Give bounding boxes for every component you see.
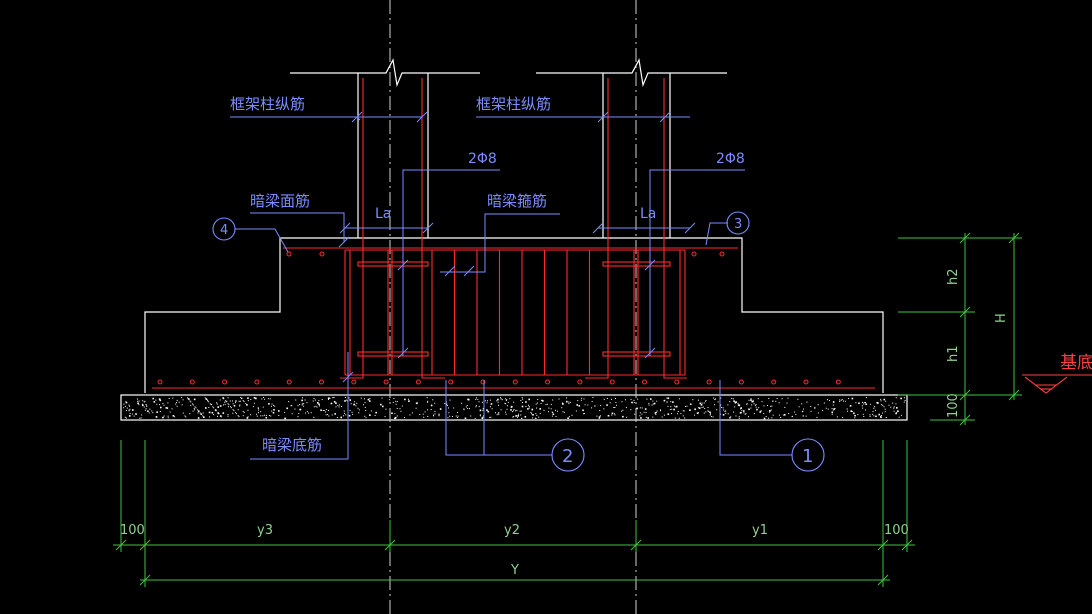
dim-h2: h2 xyxy=(946,268,961,285)
bottom-bar-dot xyxy=(222,379,228,385)
hidden-beam-stirrups-lines xyxy=(431,250,591,375)
dimension-lines xyxy=(113,232,1022,587)
dim-H: H xyxy=(994,313,1009,323)
bottom-bar-dot xyxy=(319,379,324,385)
bottom-bar-dot xyxy=(803,379,809,385)
dim-Y: Y xyxy=(510,563,519,578)
bottom-bar-dot xyxy=(835,379,841,385)
bottom-bar-dot xyxy=(351,379,357,385)
bottom-bar-dot xyxy=(189,379,195,385)
bottom-bar-dot xyxy=(771,379,777,385)
hidden-beam-bottom-bars-label: 暗梁底筋 xyxy=(262,436,322,454)
bottom-bar-dot xyxy=(286,379,292,385)
bottom-bar-dot xyxy=(706,379,712,385)
top-bar-dots xyxy=(286,251,725,257)
bottom-bar-dot xyxy=(577,379,583,385)
cushion-layer xyxy=(120,394,908,421)
stirrup-label-right: 2Φ8 xyxy=(716,151,745,167)
dim-y3: y3 xyxy=(257,523,273,538)
dim-edge-right: 100 xyxy=(884,523,909,538)
bubble-1-circle xyxy=(791,438,825,472)
axis-centerlines xyxy=(389,0,637,614)
bubble-4-circle xyxy=(212,217,236,241)
bottom-bar-dot xyxy=(674,379,680,385)
column-left xyxy=(290,58,480,238)
bottom-bar-dot xyxy=(512,379,518,385)
foundation-outline xyxy=(144,237,884,393)
callout-bubbles xyxy=(212,211,825,472)
dim-edge-left: 100 xyxy=(120,523,145,538)
base-elevation-mark xyxy=(1022,374,1092,394)
bottom-bar-dot xyxy=(738,379,744,385)
anchor-label-left: La xyxy=(375,206,391,222)
bottom-bar-dot xyxy=(383,379,389,385)
top-bar-dot xyxy=(691,251,697,257)
bottom-bar-dot xyxy=(254,379,260,385)
bubble-2-circle xyxy=(551,438,585,472)
bottom-bar-dot xyxy=(642,379,647,385)
rebar-group xyxy=(152,78,875,389)
hidden-beam-stirrups-label: 暗梁箍筋 xyxy=(487,192,547,210)
dim-y2: y2 xyxy=(504,523,520,538)
hidden-beam-top-bars-label: 暗梁面筋 xyxy=(250,192,310,210)
column-right xyxy=(536,58,727,238)
dim-pad: 100 xyxy=(946,393,961,418)
bottom-bar-dots xyxy=(157,379,841,385)
bubble-4-text: 4 xyxy=(220,223,228,238)
top-bar-dot xyxy=(719,251,725,257)
bubble-2-text: 2 xyxy=(562,446,573,467)
bubble-3-text: 3 xyxy=(734,217,742,232)
bottom-bar-dot xyxy=(480,379,486,385)
bottom-bar-dot xyxy=(448,379,454,385)
leader-lines xyxy=(230,111,792,460)
bottom-bar-dot xyxy=(157,379,163,385)
dim-y1: y1 xyxy=(752,523,768,538)
dim-h1: h1 xyxy=(946,345,961,362)
bottom-bar-dot xyxy=(415,379,421,385)
column-bars-label-left: 框架柱纵筋 xyxy=(230,95,305,113)
bubble-3-circle xyxy=(726,211,750,235)
stirrup-label-left: 2Φ8 xyxy=(468,151,497,167)
base-bottom-label: 基底 xyxy=(1060,353,1092,373)
bottom-bar-dot xyxy=(545,379,551,385)
anchor-label-right: La xyxy=(640,206,656,222)
column-bars-label-right: 框架柱纵筋 xyxy=(476,95,551,113)
top-bar-dot xyxy=(319,251,325,257)
bubble-1-text: 1 xyxy=(802,446,813,467)
bottom-bar-dot xyxy=(609,379,615,385)
top-bar-dot xyxy=(286,251,292,257)
